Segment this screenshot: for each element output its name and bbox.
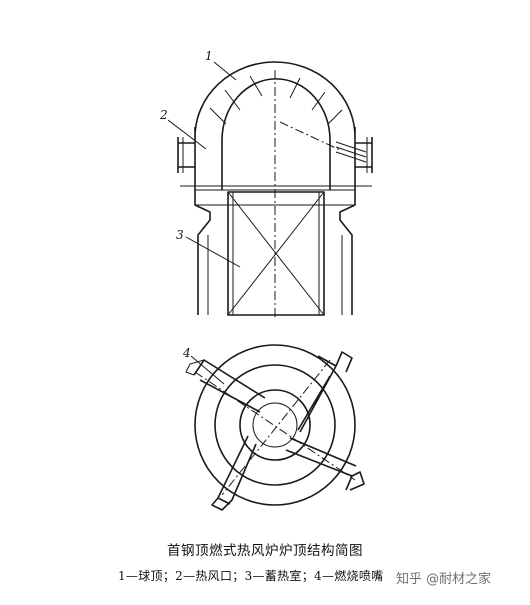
plan-view — [185, 344, 365, 511]
hot-air-outlet-left — [177, 137, 195, 173]
leader-4 — [190, 355, 225, 385]
leader-3 — [185, 236, 241, 268]
hot-air-outlet-right — [335, 137, 373, 173]
section-view — [177, 61, 373, 320]
burner-se — [285, 437, 365, 491]
dome-outer — [194, 61, 356, 138]
diagram-legend: 1—球顶；2—热风口；3—蓄热室；4—燃烧喷嘴 — [118, 569, 384, 583]
diagram-title: 首钢顶燃式热风炉炉顶结构简图 — [167, 543, 363, 559]
label-4: 4 — [182, 346, 191, 360]
burner-ne — [297, 351, 353, 433]
leader-1 — [213, 61, 237, 81]
checker-chamber — [227, 191, 325, 316]
leader-2 — [167, 119, 207, 150]
label-1: 1 — [205, 49, 213, 63]
label-3: 3 — [176, 228, 184, 242]
burner-sw — [211, 435, 257, 511]
watermark: 知乎 @耐材之家 — [396, 572, 492, 587]
label-2: 2 — [159, 108, 168, 122]
dome-inner — [221, 78, 331, 141]
